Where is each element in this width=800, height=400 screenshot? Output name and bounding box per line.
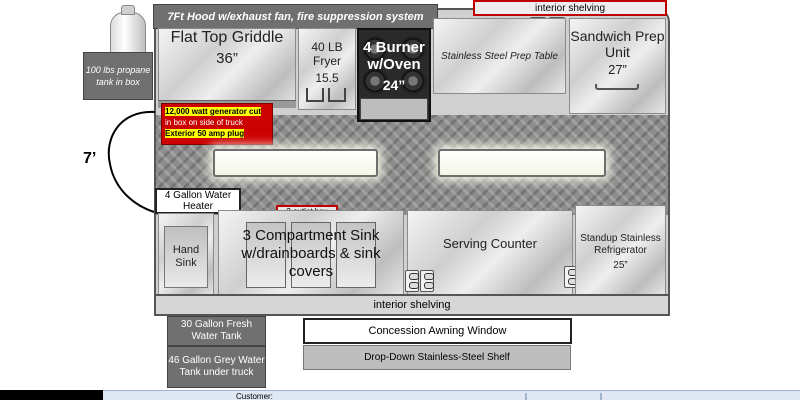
water-heater: 4 Gallon Water Heater — [155, 188, 241, 214]
outlet-icon — [564, 266, 578, 288]
outlet-icon — [420, 270, 434, 292]
sink-basin — [246, 222, 286, 288]
flat-top-griddle — [158, 28, 296, 108]
outlet-icon — [405, 270, 419, 292]
sandwich-size: 27” — [608, 61, 627, 77]
dimension-label: 7’ — [83, 150, 97, 167]
footer-divider — [525, 393, 527, 400]
prep-table: Stainless Steel Prep Table — [433, 18, 566, 94]
generator-callout: 12,000 watt generator cut in box on side… — [161, 103, 273, 145]
generator-line-2: in box on side of truck — [165, 118, 243, 127]
propane-label: 100 lbs propane tank in box — [83, 52, 153, 100]
fryer-basket-icon — [306, 88, 324, 102]
fryer-basket-icon — [328, 88, 346, 102]
ceiling-light — [438, 149, 606, 177]
griddle-title: Flat Top Griddle — [170, 29, 284, 46]
burner-size: 24” — [382, 77, 406, 93]
griddle-size: 36” — [216, 49, 238, 67]
footer-divider — [600, 393, 602, 400]
door-swing-arc — [107, 110, 156, 213]
interior-shelving-bottom: interior shelving — [154, 294, 670, 316]
serving-counter — [407, 210, 573, 296]
generator-line-3: Exterior 50 amp plug — [165, 129, 245, 138]
refrigerator-title: Standup Stainless Refrigerator — [580, 233, 661, 256]
oven-door — [360, 98, 428, 120]
fryer-title: 40 LB Fryer — [311, 40, 343, 68]
footer-dark-block — [0, 390, 103, 400]
burner-icon — [362, 68, 388, 94]
sink-basin — [336, 222, 376, 288]
ceiling-light — [213, 149, 378, 177]
awning-window: Concession Awning Window — [303, 318, 572, 344]
compartment-sink-label: 3 Compartment Sink w/drainboards & sink … — [241, 227, 381, 280]
burner-icon — [400, 36, 426, 62]
sandwich-handle — [595, 84, 639, 90]
fryer-size: 15.5 — [315, 71, 339, 85]
fresh-water-tank: 30 Gallon Fresh Water Tank — [167, 316, 266, 346]
hand-sink-label: Hand Sink — [172, 244, 200, 269]
sink-basin — [291, 222, 331, 288]
sandwich-prep-unit — [569, 18, 666, 114]
sandwich-title: Sandwich Prep Unit — [570, 28, 665, 60]
refrigerator-size: 25” — [613, 259, 628, 271]
grey-water-tank: 46 Gallon Grey Water Tank under truck — [167, 346, 266, 388]
footer-customer-label: Customer: — [236, 393, 273, 400]
burner-icon — [400, 68, 426, 94]
standup-refrigerator — [575, 205, 666, 297]
hood-label: 7Ft Hood w/exhaust fan, fire suppression… — [153, 4, 438, 29]
burner-title: 4 Burner w/Oven — [363, 39, 425, 73]
burner-icon — [362, 36, 388, 62]
propane-valve-icon — [121, 5, 135, 15]
generator-line-1: 12,000 watt generator cut — [165, 107, 262, 116]
interior-shelving-top: interior shelving — [473, 0, 667, 16]
drop-down-shelf: Drop-Down Stainless-Steel Shelf — [303, 345, 571, 370]
hand-sink-basin — [164, 226, 208, 288]
serving-counter-label: Serving Counter — [443, 235, 537, 251]
footer-form — [103, 390, 800, 400]
